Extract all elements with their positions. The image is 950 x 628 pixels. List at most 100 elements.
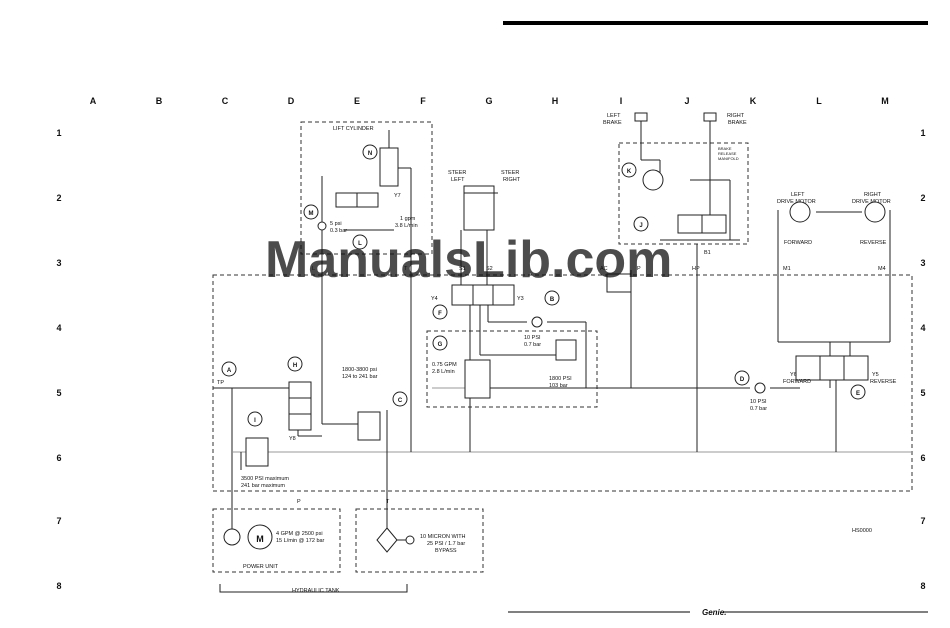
check-valve-10psi bbox=[531, 316, 543, 328]
y4-label: Y4 bbox=[431, 296, 438, 302]
y5-reverse-label: Y5 REVERSE bbox=[870, 372, 897, 385]
tag-n-letter: N bbox=[368, 151, 372, 157]
steer-right-line2: RIGHT bbox=[503, 177, 521, 183]
filter-bypass-check bbox=[405, 535, 415, 545]
tag-g-letter: G bbox=[438, 342, 443, 348]
orifice-a: 1 gpm bbox=[400, 216, 416, 222]
lift-cylinder-label: LIFT CYLINDER bbox=[333, 126, 374, 132]
tag-l-letter: L bbox=[358, 241, 362, 247]
reverse-label: REVERSE bbox=[860, 240, 887, 246]
flow-a: 0.75 GPM bbox=[432, 362, 457, 368]
check-10psi-c: 10 PSI bbox=[750, 399, 767, 405]
right-drive-motor bbox=[864, 201, 886, 223]
ac-port-block bbox=[606, 273, 632, 293]
check-5psi-b: 0.3 bar bbox=[330, 228, 347, 234]
pump-spec-a: 4 GPM @ 2500 psi bbox=[276, 531, 323, 537]
brake-pump bbox=[642, 169, 664, 191]
right-drive-motor-label: RIGHT DRIVE MOTOR bbox=[852, 192, 891, 205]
y8-label: Y8 bbox=[289, 436, 296, 442]
brake-manifold-label: BRAKE RELEASE MANIFOLD bbox=[718, 146, 739, 161]
watermark: ManualsLib.com bbox=[265, 231, 672, 289]
col-label: B bbox=[156, 96, 163, 106]
col-label: L bbox=[816, 96, 822, 106]
row-label: 5 bbox=[920, 388, 925, 398]
steer-left-line2: LEFT bbox=[451, 177, 465, 183]
port-ac: AC bbox=[600, 266, 608, 272]
tag-d-letter: D bbox=[740, 377, 745, 383]
row-label: 4 bbox=[920, 323, 925, 333]
port-s2: S2 bbox=[486, 266, 493, 272]
left-drive-motor bbox=[789, 201, 811, 223]
left-motor-line2: DRIVE MOTOR bbox=[777, 199, 816, 205]
drive-valve bbox=[795, 355, 869, 381]
tag-b-letter: B bbox=[550, 297, 555, 303]
row-label: 2 bbox=[920, 193, 925, 203]
y3-label: Y3 bbox=[517, 296, 524, 302]
port-m4: M4 bbox=[878, 266, 886, 272]
lift-cylinder bbox=[379, 147, 399, 187]
tag-a-letter: A bbox=[227, 368, 232, 374]
brake-manifold-line3: MANIFOLD bbox=[718, 156, 739, 161]
check-10psi-a: 10 PSI bbox=[524, 335, 541, 341]
filter-boundary bbox=[355, 508, 484, 573]
row-label: 6 bbox=[56, 453, 61, 463]
hydraulic-lines bbox=[213, 120, 912, 540]
y6-line2: FORWARD bbox=[783, 379, 811, 385]
col-label: G bbox=[485, 96, 492, 106]
row-label: 1 bbox=[920, 128, 925, 138]
row-label: 4 bbox=[56, 323, 61, 333]
port-m1: M1 bbox=[783, 266, 791, 272]
y5-line2: REVERSE bbox=[870, 379, 897, 385]
pump bbox=[223, 528, 241, 546]
power-unit-boundary bbox=[212, 508, 341, 573]
right-motor-line1: RIGHT bbox=[864, 192, 882, 198]
tag-f-letter: F bbox=[438, 311, 442, 317]
filter bbox=[376, 527, 398, 553]
left-brake-line1: LEFT bbox=[607, 113, 621, 119]
steer-left-label: STEER LEFT bbox=[448, 170, 468, 183]
col-label: I bbox=[620, 96, 623, 106]
filter-spec-a: 10 MICRON WITH bbox=[420, 534, 466, 540]
relief-main-b: 241 bar maximum bbox=[241, 483, 285, 489]
tag-n bbox=[362, 144, 378, 160]
steer-relief-valve bbox=[555, 339, 577, 361]
col-label: E bbox=[354, 96, 360, 106]
row-labels-right: 1 2 3 4 5 6 7 8 bbox=[920, 128, 925, 591]
left-brake-label: LEFT BRAKE bbox=[603, 113, 622, 126]
y6-forward-label: Y6 FORWARD bbox=[783, 372, 811, 385]
tag-j-letter: J bbox=[639, 223, 642, 229]
row-label: 5 bbox=[56, 388, 61, 398]
tag-j bbox=[633, 216, 649, 232]
header-bar bbox=[503, 21, 928, 25]
col-label: K bbox=[750, 96, 757, 106]
col-label: F bbox=[420, 96, 426, 106]
port-l-label: L bbox=[312, 266, 315, 272]
tag-e-letter: E bbox=[856, 391, 860, 397]
motor-m-letter: M bbox=[256, 534, 264, 544]
port-p-label: P bbox=[297, 499, 301, 505]
left-brake-line2: BRAKE bbox=[603, 120, 622, 126]
brand-logo: Genie. bbox=[702, 608, 726, 617]
tag-h-letter: H bbox=[293, 363, 297, 369]
relief-lift-a: 1800-3800 psi bbox=[342, 367, 377, 373]
port-hp: HP bbox=[692, 266, 700, 272]
main-manifold-boundary bbox=[212, 274, 913, 492]
y7-label: Y7 bbox=[394, 193, 401, 199]
tag-c bbox=[392, 391, 408, 407]
tag-k-letter: K bbox=[627, 169, 632, 175]
col-label: H bbox=[552, 96, 559, 106]
brake-manifold-line2: RELEASE bbox=[718, 151, 737, 156]
tag-i-letter: I bbox=[254, 418, 256, 424]
column-labels: A B C D E F G H I J K L M bbox=[90, 96, 889, 106]
tag-m-letter: M bbox=[309, 211, 314, 217]
pump-spec-b: 15 L/min @ 172 bar bbox=[276, 538, 325, 544]
power-unit-label: POWER UNIT bbox=[243, 564, 279, 570]
left-motor-line1: LEFT bbox=[791, 192, 805, 198]
port-t-label: T bbox=[386, 499, 390, 505]
left-brake bbox=[634, 112, 648, 122]
row-label: 7 bbox=[56, 516, 61, 526]
row-label: 3 bbox=[56, 258, 61, 268]
check-5psi-a: 5 psi bbox=[330, 221, 342, 227]
tag-c-letter: C bbox=[398, 398, 403, 404]
